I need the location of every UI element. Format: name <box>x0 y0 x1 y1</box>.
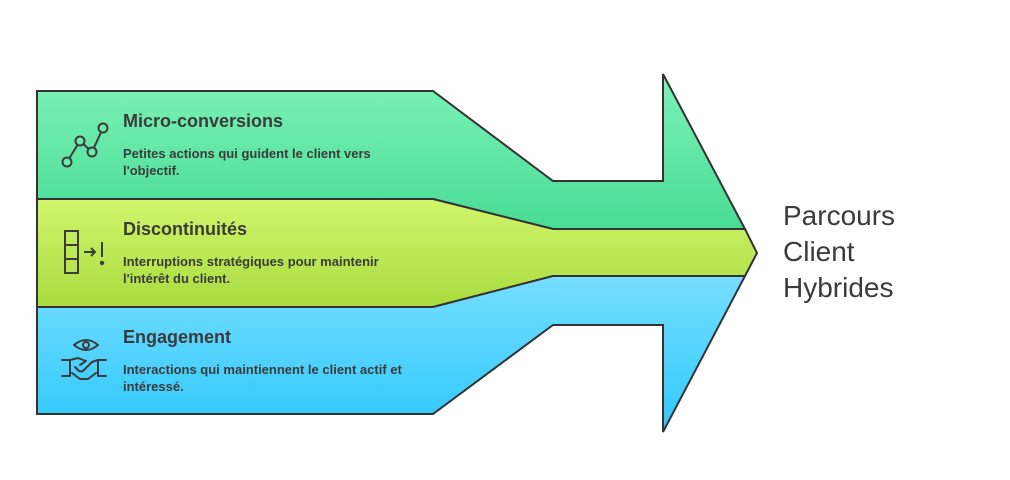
band-title: Micro-conversions <box>123 111 284 131</box>
band-micro-conversions: Micro-conversions Petites actions qui gu… <box>123 110 443 179</box>
result-line: Hybrides <box>783 272 894 303</box>
band-description: Interruptions stratégiques pour mainteni… <box>123 254 379 286</box>
band-title: Discontinuités <box>123 219 248 239</box>
eye-handshake-icon <box>61 339 107 380</box>
blocks-arrow-exclamation-icon <box>64 230 105 274</box>
band-title: Engagement <box>123 327 232 347</box>
band-description: Petites actions qui guident le client ve… <box>123 146 371 178</box>
band-engagement: Engagement Interactions qui maintiennent… <box>123 326 443 395</box>
band-description: Interactions qui maintiennent le client … <box>123 362 402 394</box>
result-line: Parcours <box>783 200 896 231</box>
band-discontinuites: Discontinuités Interruptions stratégique… <box>123 218 443 287</box>
result-label: Parcours Client Hybrides <box>783 198 895 306</box>
result-line: Client <box>783 236 855 267</box>
line-chart-nodes-icon <box>61 122 109 168</box>
band-engagement-shape <box>36 275 747 433</box>
